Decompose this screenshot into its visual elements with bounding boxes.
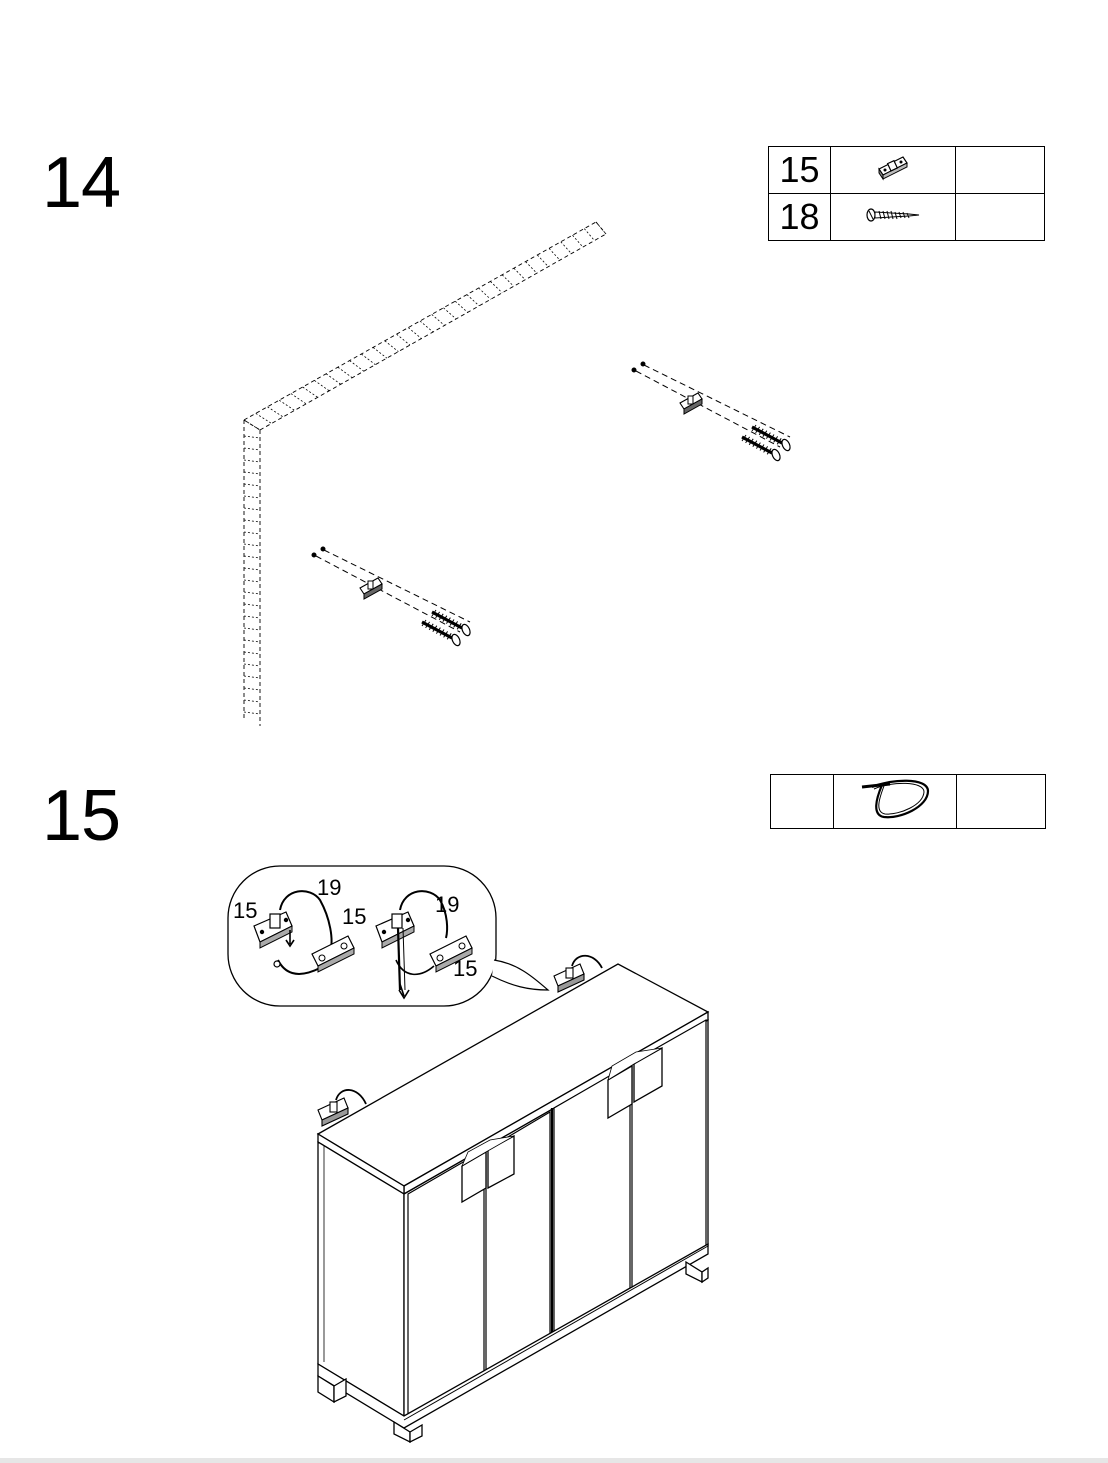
callout-label: 15: [342, 904, 366, 929]
wall-hatching: [244, 222, 606, 714]
page-footer-rule: [0, 1458, 1108, 1463]
wall-bracket-with-screws: [312, 547, 472, 647]
detail-callout: 15 19 15 19 15: [228, 866, 548, 1006]
cabinet-illustration: [318, 964, 708, 1442]
wall-bracket-with-screws: [632, 362, 792, 462]
callout-label: 15: [453, 956, 477, 981]
callout-label: 15: [233, 898, 257, 923]
wall-illustration: [244, 222, 606, 726]
callout-label: 19: [435, 892, 459, 917]
callout-label: 19: [317, 875, 341, 900]
